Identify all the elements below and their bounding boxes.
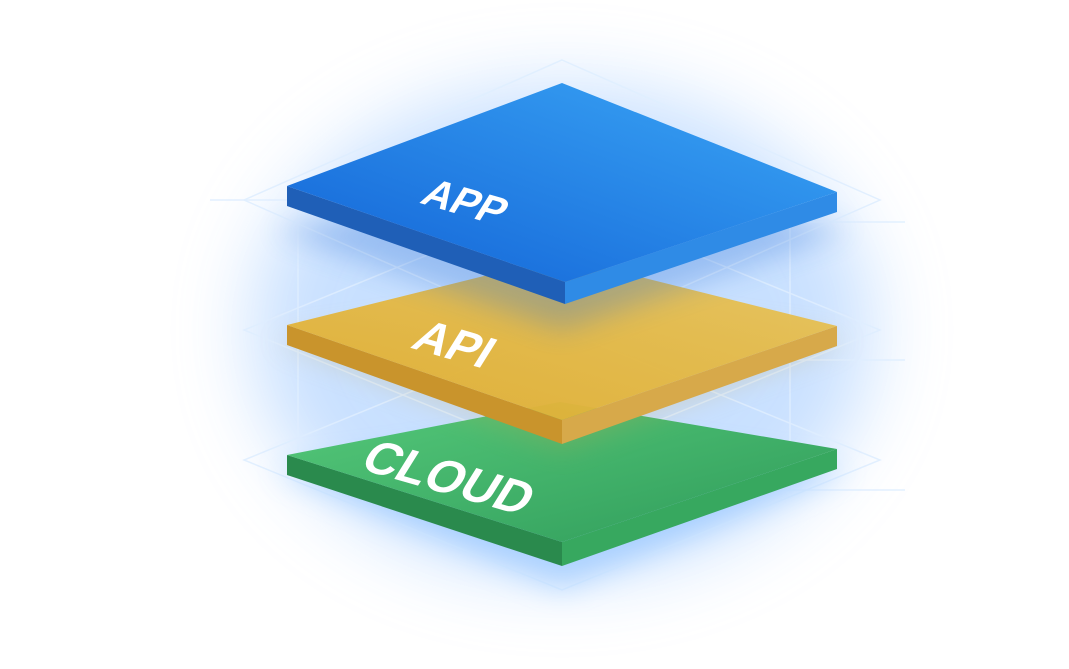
layer-app-top bbox=[287, 83, 837, 282]
layer-cloud-side-left bbox=[287, 455, 562, 566]
layer-cloud-side-right bbox=[562, 449, 837, 566]
layer-cloud: CLOUD bbox=[274, 402, 850, 590]
layer-app-side-left bbox=[287, 186, 565, 304]
layer-api-top bbox=[287, 257, 837, 420]
layer-cloud-top bbox=[287, 402, 837, 542]
layer-api-side-right bbox=[562, 326, 837, 444]
layer-api-side-left bbox=[287, 325, 562, 444]
layer-api: API bbox=[274, 257, 850, 450]
layer-app-side-right bbox=[565, 192, 837, 304]
layer-app: APP bbox=[274, 83, 850, 330]
